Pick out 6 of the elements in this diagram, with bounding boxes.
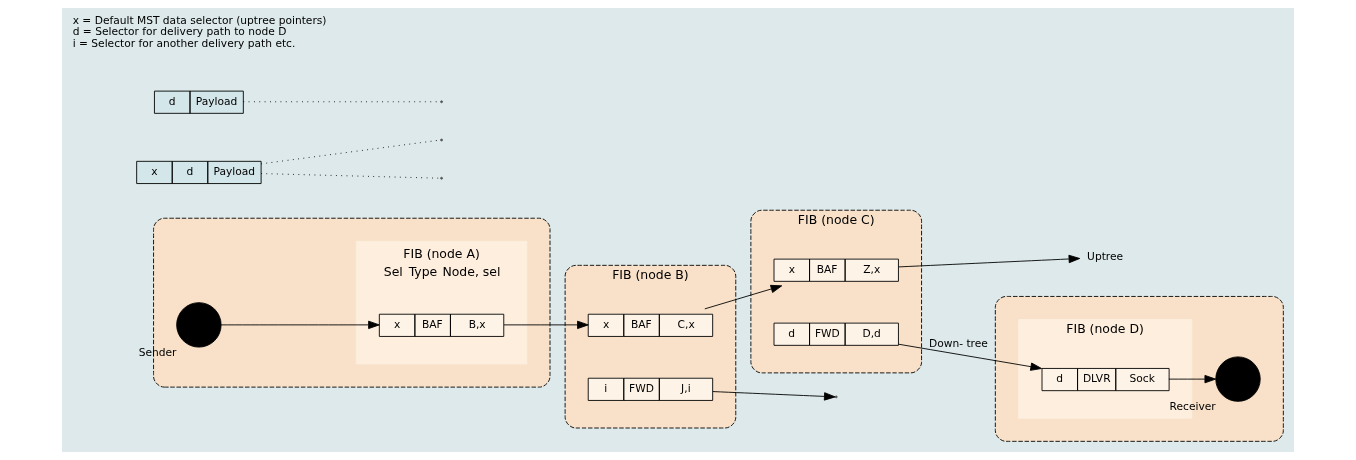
node-text: Uptree [1087, 250, 1124, 264]
label: x = Default MST data selector (uptree pointers) [72, 13, 327, 27]
node-label: Receiver [1169, 399, 1216, 413]
node-label: Sender [138, 345, 177, 359]
label: i = Selector for another delivery path etc. [72, 36, 296, 50]
edge-label: Down- tree [929, 336, 988, 350]
